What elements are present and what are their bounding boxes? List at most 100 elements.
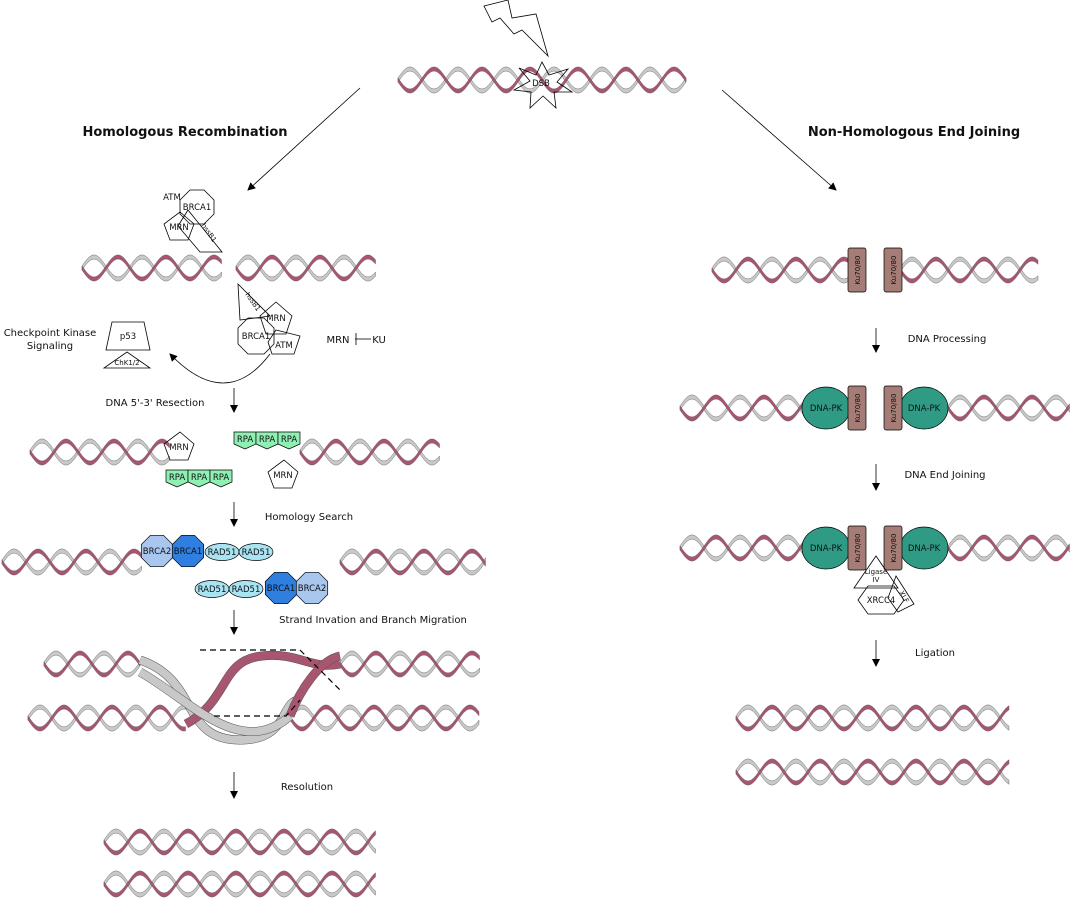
dna-helix-invasion-lower-left (27, 704, 186, 732)
atm-label-top: ATM (163, 193, 181, 203)
dsb-star-icon (512, 61, 574, 110)
title-non-homologous-end-joining: Non-Homologous End Joining (808, 125, 1020, 140)
rpa-shape (277, 431, 301, 450)
dna-strand (735, 704, 1010, 732)
dna-strand (103, 870, 376, 898)
crossing-strand (183, 651, 341, 728)
rad51-oval (228, 580, 264, 598)
inhibition-ku-label: KU (372, 335, 386, 346)
step-joining-label: DNA End Joining (904, 470, 985, 481)
dna-helix-hr-broken-right (235, 254, 376, 282)
title-homologous-recombination: Homologous Recombination (82, 125, 287, 140)
atm-shape-bottom (267, 329, 301, 355)
rpa-shape (187, 469, 211, 488)
dna-helix-invasion-lower-right (289, 704, 480, 732)
rpa-shape (233, 431, 257, 450)
hssb1-triangle-top (177, 209, 223, 253)
dna-helix-resection-right (299, 438, 440, 466)
rpa-label: RPA (191, 473, 207, 483)
dna-strand (735, 758, 1010, 786)
dna-strand (711, 256, 851, 284)
ku-rect (847, 385, 867, 431)
p53-trapezoid (105, 321, 151, 351)
dsb-label: DSB (532, 79, 550, 89)
dna-helix-nhej-left-1 (711, 256, 851, 284)
brca2-label: BRCA2 (298, 584, 326, 594)
atm-label-bottom: ATM (275, 341, 293, 351)
dna-helix-resolution-upper (103, 828, 376, 856)
dna-strand (1, 548, 142, 576)
dna-strand (735, 704, 1010, 732)
step-invasion-label: Strand Invation and Branch Migration (279, 615, 467, 626)
dna-helix-hr-broken-left (81, 254, 222, 282)
ku-rect (883, 247, 903, 293)
mrn-pentagon-bottom (259, 301, 293, 335)
dna-helix-nhej-ligated-upper (735, 704, 1010, 732)
p53-label: p53 (120, 332, 136, 342)
step-resection-label: DNA 5'-3' Resection (106, 398, 205, 409)
chk-label: ChK1/2 (114, 359, 139, 367)
brca1-octagon (264, 571, 298, 605)
ku-label: Ku70/80 (854, 256, 862, 285)
hssb1-label-bottom: hssB1 (243, 291, 262, 313)
dna-strand (43, 650, 141, 678)
rpa-label: RPA (281, 435, 297, 445)
crossing-strand (138, 656, 301, 745)
dna-helix-top (397, 66, 687, 94)
dnapk-label: DNA-PK (810, 544, 843, 554)
dna-strand (711, 256, 851, 284)
ku-label: Ku70/80 (890, 534, 898, 563)
dna-helix-invasion-upper-left (43, 650, 141, 678)
crossing-strand (138, 668, 293, 736)
rad51-label: RAD51 (208, 548, 237, 558)
brca1-label-bottom: BRCA1 (242, 332, 270, 342)
rad51-label: RAD51 (242, 548, 271, 558)
ku-label: Ku70/80 (854, 394, 862, 423)
rpa-shape (165, 469, 189, 488)
dna-strand (27, 704, 186, 732)
dna-strand (103, 828, 376, 856)
ligase-label-line2: IV (873, 576, 880, 584)
brca2-octagon (295, 571, 329, 605)
dnapk-label: DNA-PK (908, 544, 941, 554)
dnapk-label: DNA-PK (908, 404, 941, 414)
dna-strand (27, 704, 186, 732)
rad51-oval (238, 543, 274, 561)
invading-strand-dashed-upper (200, 649, 341, 691)
dna-helix-resection-left (29, 438, 170, 466)
dna-strand (29, 438, 170, 466)
ku-rect (883, 525, 903, 571)
brca1-label-top: BRCA1 (183, 203, 211, 213)
dna-helix-nhej-ligated-lower (735, 758, 1010, 786)
rpa-label: RPA (213, 473, 229, 483)
mrn-label-resection-left: MRN (169, 443, 189, 453)
rpa-group-bottom: RPA RPA RPA (165, 469, 233, 488)
brca1-octagon-bottom (237, 317, 275, 355)
brca1-octagon-top (179, 189, 215, 225)
dna-helix-resolution-lower (103, 870, 376, 898)
dna-strand (81, 254, 222, 282)
ku-rect (883, 385, 903, 431)
chk-triangle (102, 351, 152, 369)
xrcc4-hexagon (857, 585, 905, 615)
rpa-label: RPA (169, 473, 185, 483)
brca2-label: BRCA2 (143, 547, 171, 557)
arrow-to-hr (247, 87, 361, 191)
dna-helix-homology-right (339, 548, 486, 576)
arrow-to-nhej (721, 89, 837, 191)
rpa-label: RPA (259, 435, 275, 445)
rad51-label: RAD51 (232, 585, 261, 595)
dna-strand (235, 254, 376, 282)
ku-rect (847, 525, 867, 571)
dna-strand (339, 650, 480, 678)
inhibition-mrn-label: MRN (326, 335, 349, 346)
dna-strand (735, 758, 1010, 786)
dna-helix-invasion-upper-right (339, 650, 480, 678)
ligase-iv-triangle (853, 555, 899, 589)
checkpoint-label-line2: Signaling (27, 341, 73, 352)
dna-strand (289, 704, 480, 732)
brca1-label: BRCA1 (174, 547, 202, 557)
mrn-pentagon-top (163, 211, 195, 241)
